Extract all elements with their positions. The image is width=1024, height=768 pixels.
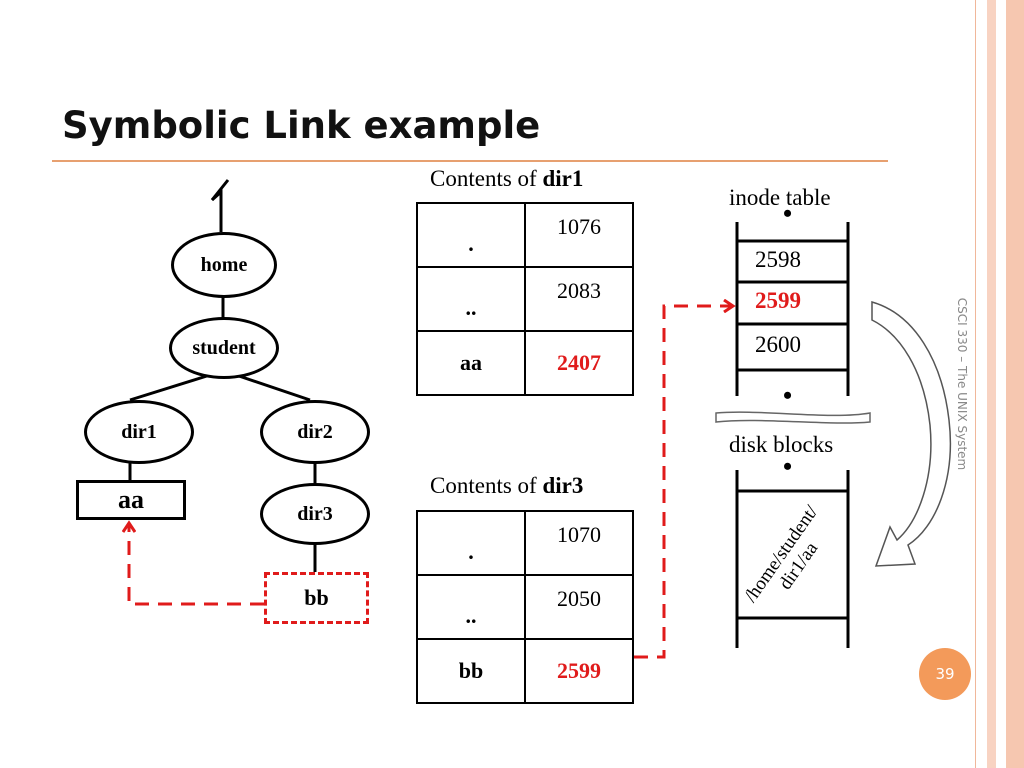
table-row: .. 2050 (416, 574, 634, 640)
dir1-entry-inode: 1076 (524, 202, 634, 268)
dir1-entry-inode: 2083 (524, 266, 634, 332)
file-node-aa: aa (76, 480, 186, 520)
slide-title: Symbolic Link example (62, 104, 541, 147)
inode-ellipsis-bottom: • (783, 381, 793, 410)
tree-node-home: home (171, 232, 277, 298)
table-row: .. 2083 (416, 266, 634, 332)
dir3-entry-name: . (416, 510, 526, 576)
decor-stripe (975, 0, 976, 768)
disk-ellipsis-top: • (783, 452, 793, 481)
dir3-entry-inode: 2050 (524, 574, 634, 640)
table-row: aa 2407 (416, 330, 634, 396)
inode-ellipsis-top: • (783, 199, 793, 228)
section-separator (715, 411, 871, 424)
dir3-entry-name: .. (416, 574, 526, 640)
tree-node-dir3: dir3 (260, 483, 370, 545)
dir1-caption: Contents of dir1 (430, 166, 584, 191)
decor-stripe (1006, 0, 1024, 768)
table-row: bb 2599 (416, 638, 634, 704)
inode-slot: 2598 (755, 247, 801, 272)
inode-slot: 2599 (755, 288, 801, 313)
disk-blocks-label: disk blocks (729, 432, 834, 457)
dir3-entry-name: bb (416, 638, 526, 704)
symlink-node-bb: bb (264, 572, 369, 624)
dir1-entry-inode: 2407 (524, 330, 634, 396)
table-row: . 1070 (416, 510, 634, 576)
page-number-badge: 39 (919, 648, 971, 700)
dir1-entry-name: .. (416, 266, 526, 332)
table-row: . 1076 (416, 202, 634, 268)
course-side-label: CSCI 330 – The UNIX System (955, 297, 969, 471)
dir3-contents-table: . 1070 .. 2050 bb 2599 (416, 510, 634, 704)
dir3-entry-inode: 1070 (524, 510, 634, 576)
title-underline (52, 160, 888, 162)
inode-table-label: inode table (729, 185, 831, 210)
inode-slot: 2600 (755, 332, 801, 357)
dir3-caption: Contents of dir3 (430, 473, 584, 498)
dir1-entry-name: aa (416, 330, 526, 396)
curved-outline-arrow (871, 301, 952, 567)
symlink-arrow-bb-to-aa (129, 524, 264, 606)
dir1-entry-name: . (416, 202, 526, 268)
dir3-entry-inode: 2599 (524, 638, 634, 704)
tree-node-dir1: dir1 (84, 400, 194, 464)
decor-stripe (987, 0, 996, 768)
inode-arrow-2599 (634, 306, 732, 659)
tree-node-dir2: dir2 (260, 400, 370, 464)
dir1-contents-table: . 1076 .. 2083 aa 2407 (416, 202, 634, 396)
tree-node-student: student (169, 317, 279, 379)
